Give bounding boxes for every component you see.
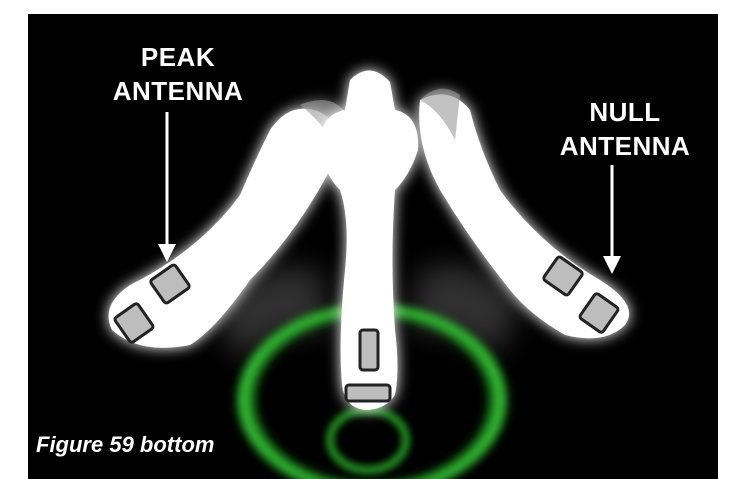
null-label-line2: ANTENNA — [545, 129, 705, 163]
peak-label-line2: ANTENNA — [98, 74, 258, 108]
null-antenna-label: NULL ANTENNA — [545, 95, 705, 163]
border-left — [0, 0, 28, 479]
figure-caption: Figure 59 bottom — [36, 432, 214, 458]
peak-label-line1: PEAK — [98, 40, 258, 74]
border-top — [0, 0, 732, 14]
null-label-line1: NULL — [545, 95, 705, 129]
border-right — [718, 0, 732, 479]
peak-antenna-label: PEAK ANTENNA — [98, 40, 258, 108]
